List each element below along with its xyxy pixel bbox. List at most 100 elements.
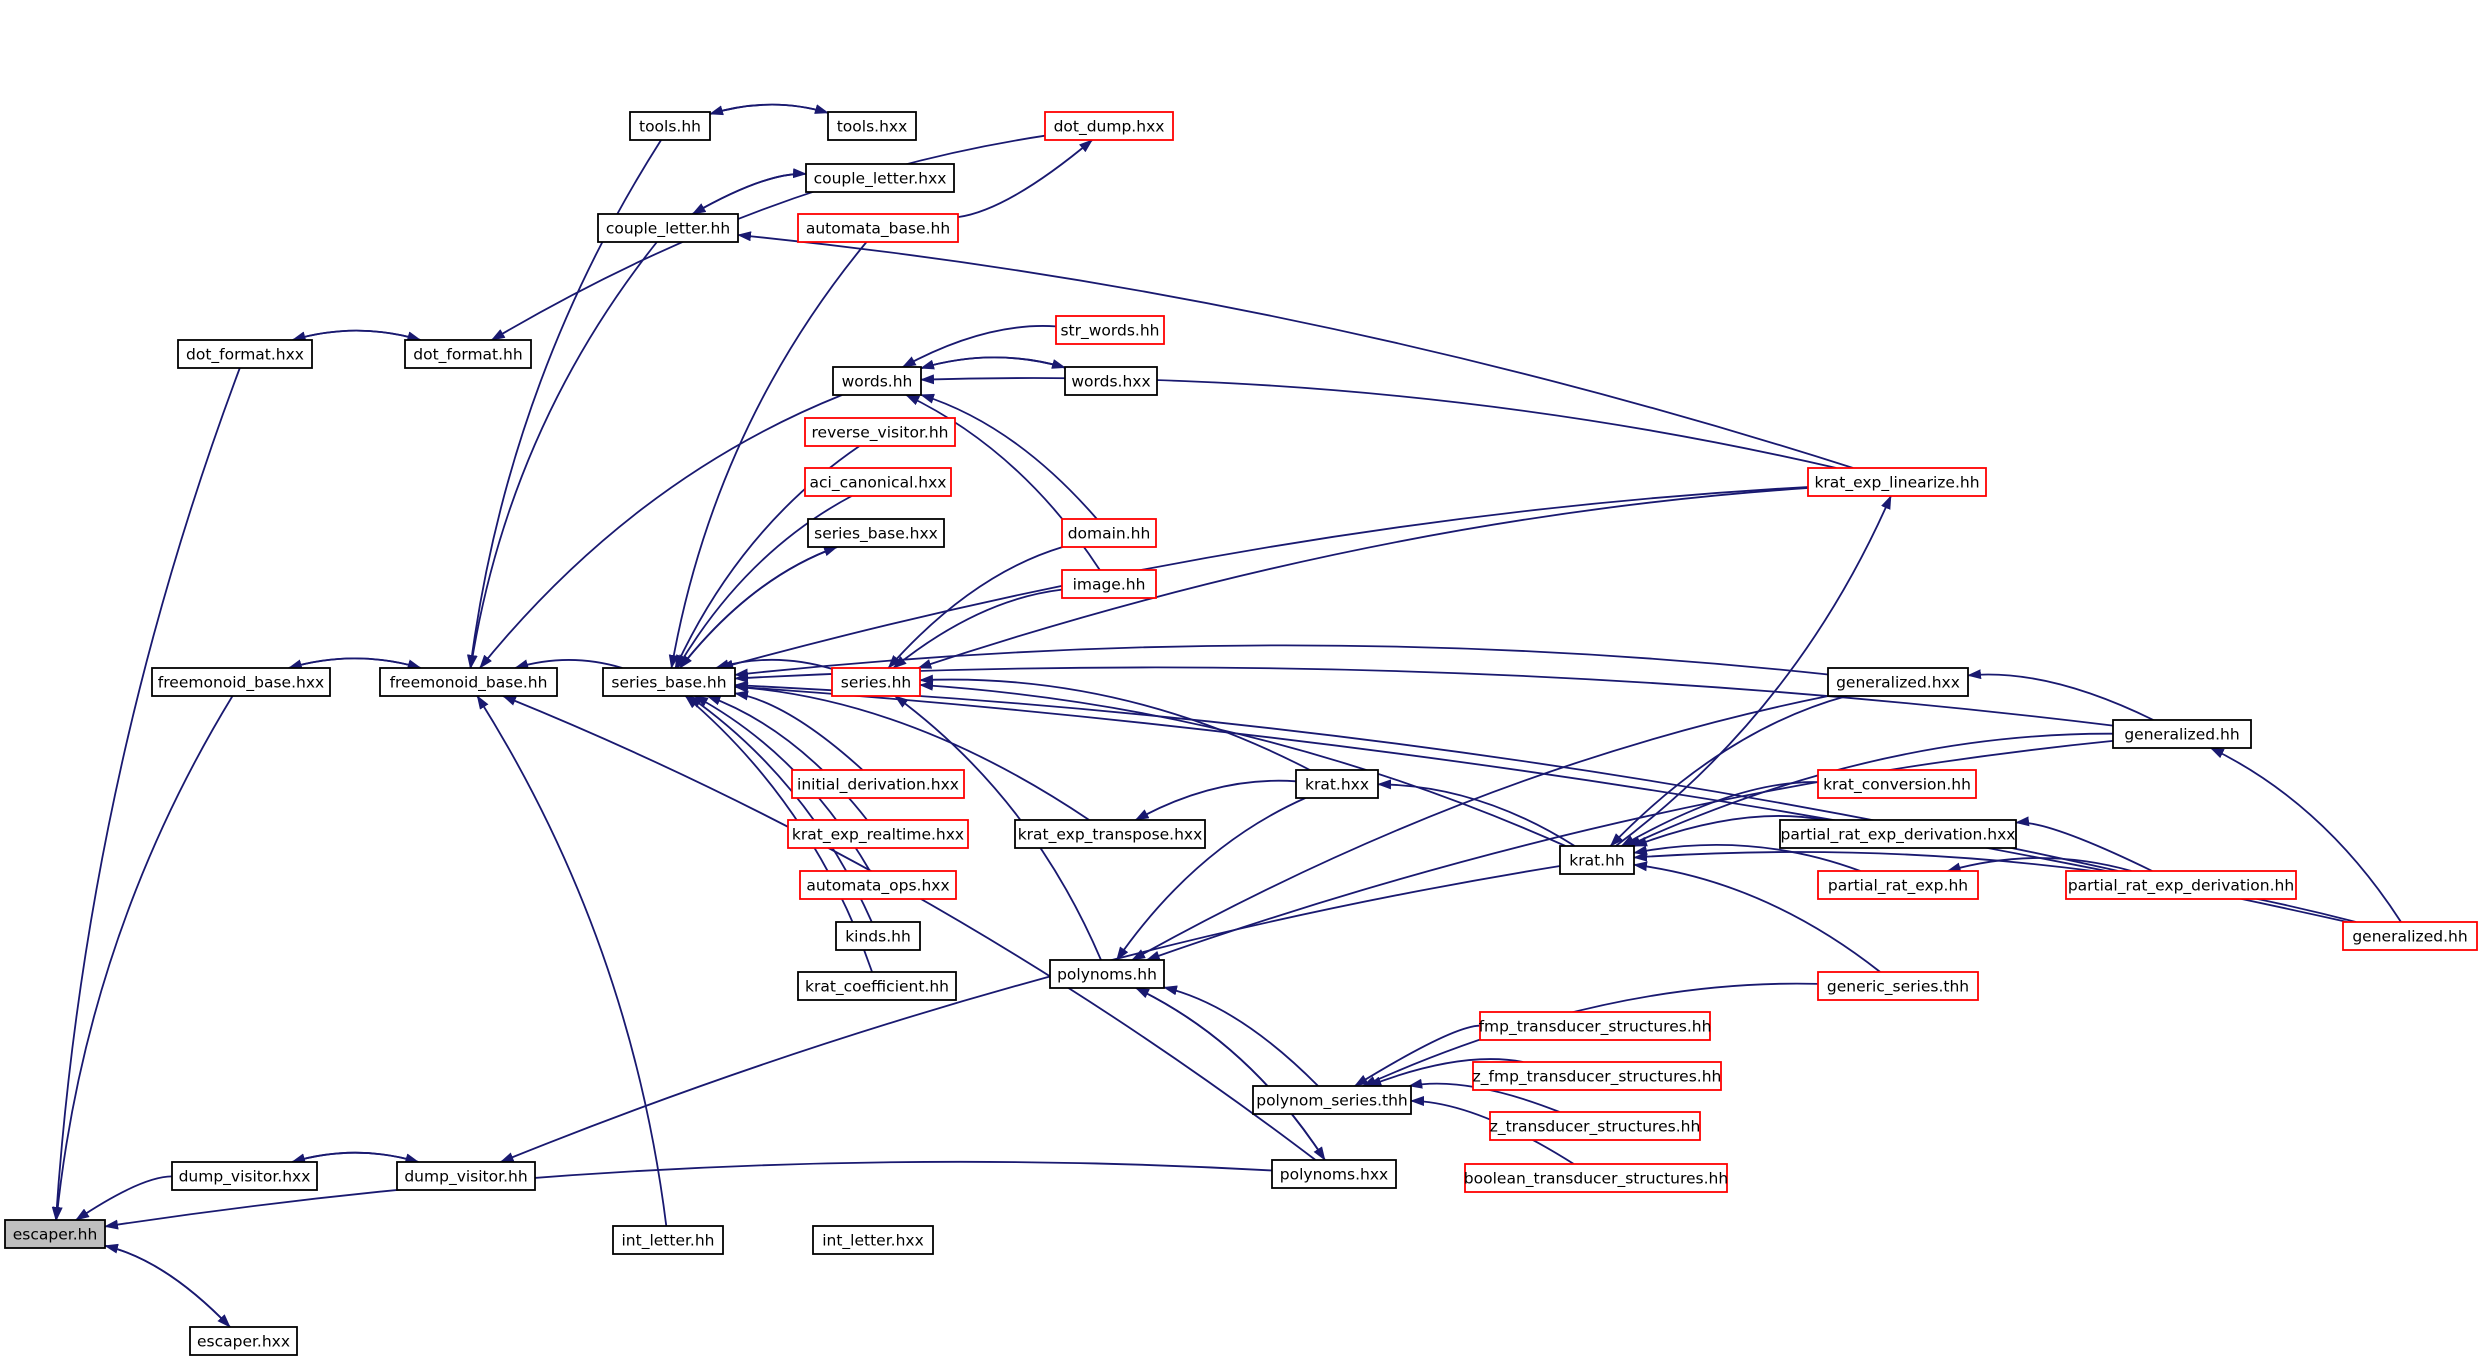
edge-automata-base-hh-to-series-base-hh — [668, 241, 868, 669]
edge-krat-exp-transpose-hxx-to-series-base-hh — [734, 682, 1090, 821]
node-box — [1061, 569, 1157, 599]
node-label: freemonoid_base.hh — [390, 674, 548, 693]
node-freemonoid-base-hxx: freemonoid_base.hxx — [151, 667, 331, 697]
edge-escaper-hh-to-escaper-hxx — [104, 1244, 231, 1328]
node-box — [827, 111, 917, 141]
node-z-fmp-transducer-structures-hh[interactable]: z_fmp_transducer_structures.hh — [1472, 1061, 1722, 1091]
node-box — [799, 870, 957, 900]
node-polynoms-hxx: polynoms.hxx — [1271, 1159, 1397, 1189]
node-dump-visitor-hh: dump_visitor.hh — [396, 1161, 536, 1191]
edge-words-hh-to-freemonoid-base-hh — [479, 394, 843, 669]
node-partial-rat-exp-hh[interactable]: partial_rat_exp.hh — [1817, 870, 1979, 900]
node-label: fmp_transducer_structures.hh — [1479, 1018, 1712, 1037]
node-krat-exp-linearize-hh[interactable]: krat_exp_linearize.hh — [1807, 467, 1987, 497]
edge-generic-series-thh-to-polynom-series-thh — [1362, 982, 1819, 1087]
node-krat-exp-transpose-hxx: krat_exp_transpose.hxx — [1014, 819, 1206, 849]
node-box — [4, 1219, 106, 1249]
edge-krat-hxx-to-krat-exp-transpose-hxx — [1134, 779, 1297, 821]
edge-series-base-hxx-to-series-base-hh — [679, 546, 838, 669]
node-label: dump_visitor.hxx — [179, 1168, 311, 1187]
edge-series-base-hh-to-freemonoid-base-hh — [514, 659, 623, 670]
edge-freemonoid-base-hxx-to-freemonoid-base-hh — [288, 657, 422, 670]
node-box — [831, 667, 921, 697]
node-dot-dump-hxx[interactable]: dot_dump.hxx — [1044, 111, 1174, 141]
node-krat-exp-realtime-hxx[interactable]: krat_exp_realtime.hxx — [787, 819, 969, 849]
edge-krat-exp-linearize-hh-to-couple-letter-hh — [737, 231, 1854, 469]
node-box — [1064, 366, 1158, 396]
node-box — [2342, 921, 2478, 951]
node-label: freemonoid_base.hxx — [158, 674, 324, 693]
edge-krat-exp-linearize-hh-to-series-hh — [917, 487, 1809, 669]
edge-aci-canonical-hxx-to-series-base-hh — [676, 495, 853, 669]
node-label: partial_rat_exp_derivation.hxx — [1781, 826, 2016, 845]
node-polynoms-hh: polynoms.hh — [1049, 959, 1165, 989]
node-label: partial_rat_exp_derivation.hh — [2068, 877, 2294, 896]
edge-str-words-hh-to-words-hh — [901, 325, 1057, 368]
node-box — [807, 518, 945, 548]
edge-tools-hh-to-tools-hxx — [709, 103, 829, 115]
node-box — [597, 213, 739, 243]
node-reverse-visitor-hh[interactable]: reverse_visitor.hh — [804, 417, 956, 447]
node-label: dump_visitor.hh — [404, 1168, 527, 1187]
node-str-words-hh[interactable]: str_words.hh — [1055, 315, 1165, 345]
node-label: tools.hxx — [837, 118, 908, 136]
node-partial-rat-exp-derivation-hh[interactable]: partial_rat_exp_derivation.hh — [2065, 870, 2297, 900]
edge-krat-hh-to-krat-hxx — [1377, 779, 1576, 847]
node-box — [797, 213, 959, 243]
edge-generalized-hh-to-polynoms-hh — [1145, 740, 2114, 961]
node-domain-hh[interactable]: domain.hh — [1061, 518, 1157, 548]
node-krat-conversion-hh[interactable]: krat_conversion.hh — [1817, 769, 1977, 799]
node-box — [1489, 1111, 1701, 1141]
node-automata-ops-hxx[interactable]: automata_ops.hxx — [799, 870, 957, 900]
node-boolean-transducer-structures-hh[interactable]: boolean_transducer_structures.hh — [1464, 1163, 1728, 1193]
node-label: polynoms.hxx — [1280, 1166, 1388, 1184]
node-series-hh[interactable]: series.hh — [831, 667, 921, 697]
node-dot-format-hxx: dot_format.hxx — [177, 339, 313, 369]
node-box — [804, 467, 952, 497]
node-box — [189, 1326, 298, 1356]
node-label: krat.hh — [1569, 852, 1625, 870]
node-generic-series-thh[interactable]: generic_series.thh — [1817, 971, 1979, 1001]
node-generalized-hh-2[interactable]: generalized.hh — [2342, 921, 2478, 951]
edge-domain-hh-to-words-hh — [920, 393, 1098, 520]
node-tools-hh: tools.hh — [629, 111, 711, 141]
edge-krat-exp-linearize-hh-to-series-base-hh — [719, 486, 1809, 670]
edge-polynoms-hxx-to-polynoms-hh — [1135, 987, 1326, 1161]
edge-krat-hxx-to-series-hh — [919, 674, 1311, 771]
node-z-transducer-structures-hh[interactable]: z_transducer_structures.hh — [1489, 1111, 1701, 1141]
node-box — [1252, 1085, 1412, 1115]
node-series-base-hxx: series_base.hxx — [807, 518, 945, 548]
node-fmp-transducer-structures-hh[interactable]: fmp_transducer_structures.hh — [1479, 1011, 1712, 1041]
node-words-hxx: words.hxx — [1064, 366, 1158, 396]
node-label: words.hh — [842, 373, 913, 391]
node-box — [404, 339, 532, 369]
edge-tools-hh-to-freemonoid-base-hh — [467, 139, 662, 669]
node-box — [1472, 1061, 1722, 1091]
edge-generalized-hh-to-series-base-hh — [734, 666, 2114, 727]
node-label: krat_exp_transpose.hxx — [1018, 826, 1203, 845]
node-aci-canonical-hxx[interactable]: aci_canonical.hxx — [804, 467, 952, 497]
node-box — [1827, 667, 1969, 697]
node-label: dot_format.hxx — [186, 346, 304, 365]
node-box — [1271, 1159, 1397, 1189]
node-initial-derivation-hxx[interactable]: initial_derivation.hxx — [791, 769, 965, 799]
node-label: automata_ops.hxx — [806, 877, 949, 896]
node-box — [1055, 315, 1165, 345]
edge-krat-hh-to-krat-exp-linearize-hh — [1615, 495, 1892, 847]
node-label: generalized.hh — [2124, 726, 2239, 744]
node-automata-base-hh[interactable]: automata_base.hh — [797, 213, 959, 243]
edge-generalized-hh-2-to-generalized-hh — [2209, 747, 2402, 923]
node-box — [1049, 959, 1165, 989]
edge-dump-visitor-hxx-to-escaper-hh — [75, 1175, 173, 1221]
node-label: escaper.hh — [13, 1226, 98, 1244]
edge-dump-visitor-hxx-to-dump-visitor-hh — [291, 1151, 420, 1164]
node-label: automata_base.hh — [806, 220, 950, 239]
node-image-hh[interactable]: image.hh — [1061, 569, 1157, 599]
node-dump-visitor-hxx: dump_visitor.hxx — [171, 1161, 318, 1191]
node-box — [151, 667, 331, 697]
edge-dot-dump-hxx-to-dot-format-hh — [490, 134, 1046, 341]
node-box — [1817, 769, 1977, 799]
edge-krat-hh-to-series-hh — [919, 680, 1566, 847]
node-box — [2112, 719, 2252, 749]
node-box — [1559, 845, 1635, 875]
